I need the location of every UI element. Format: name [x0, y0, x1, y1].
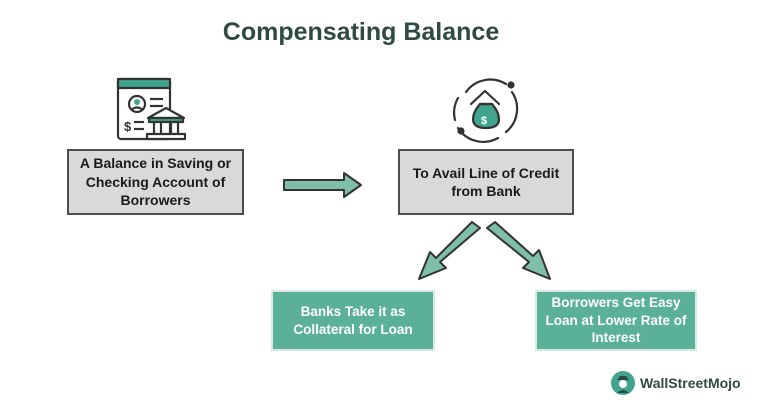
node-collateral: Banks Take it as Collateral for Loan	[271, 290, 435, 351]
arrow-credit-to-collateral	[418, 221, 481, 280]
page-title: Compensating Balance	[222, 18, 500, 46]
logo-icon	[611, 371, 635, 395]
node-easy-loan: Borrowers Get Easy Loan at Lower Rate of…	[535, 290, 697, 351]
logo-text: WallStreetMojo	[640, 375, 741, 391]
money-bag-house-icon: $	[453, 78, 519, 143]
node-balance: A Balance in Saving or Checking Account …	[67, 149, 244, 215]
svg-text:$: $	[481, 115, 487, 127]
node-line-of-credit: To Avail Line of Credit from Bank	[398, 149, 574, 215]
wallstreetmojo-logo: WallStreetMojo	[610, 370, 741, 396]
svg-text:$: $	[124, 119, 132, 134]
arrow-credit-to-easy-loan	[486, 221, 551, 280]
arrow-balance-to-credit	[283, 172, 362, 198]
document-bank-icon: $	[116, 77, 187, 141]
